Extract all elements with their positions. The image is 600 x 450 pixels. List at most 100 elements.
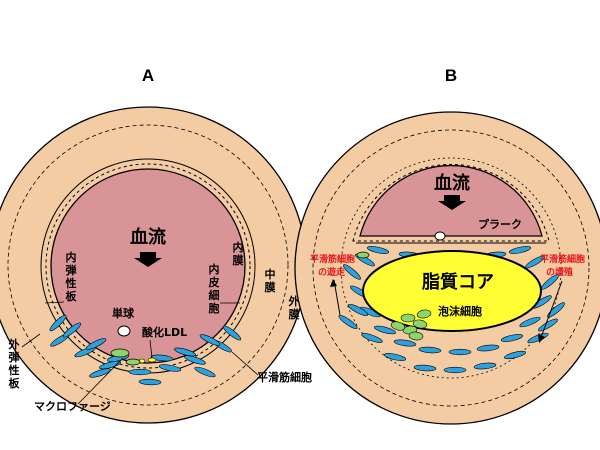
panel-a-oxidized-ldl-particle	[147, 357, 157, 363]
panel-a-macrophage-leader	[77, 357, 124, 405]
panel-b-lumen-wall	[352, 163, 550, 242]
svg-text:膜: 膜	[233, 253, 244, 267]
panel-b-lipid-core	[362, 250, 542, 332]
panel-a-external-elastic-lamina	[7, 124, 289, 406]
panel-a-intima-label: 内 膜	[233, 240, 244, 267]
panel-b-foam-cell	[412, 319, 428, 329]
svg-text:内: 内	[209, 262, 220, 276]
svg-text:中: 中	[265, 267, 276, 281]
panel-b-smooth-muscle-cell	[366, 246, 390, 254]
svg-text:板: 板	[9, 376, 21, 390]
panel-a-oxidized-ldl-label: 酸化LDL	[142, 325, 187, 339]
panel-b-smooth-muscle-cell	[413, 364, 437, 372]
panel-a-iel-leader	[44, 301, 65, 304]
panel-a-smooth-muscle-cell	[62, 322, 82, 338]
panel-b-smooth-muscle-cell	[383, 353, 407, 361]
svg-text:内: 内	[66, 250, 77, 264]
panel-b: B 血流 プラーク 脂質コア 泡沫細胞 平滑筋細胞 の遊走 平滑筋細胞 の増殖	[294, 66, 600, 425]
panel-a-monocyte-label: 単球	[112, 306, 135, 320]
panel-b-smooth-muscle-cell	[338, 314, 358, 330]
panel-b-smc-proliferation-line1: 平滑筋細胞	[540, 253, 585, 265]
panel-b-blood-flow-arrow	[438, 195, 466, 210]
svg-text:弾: 弾	[66, 263, 77, 277]
panel-b-foam-cell	[390, 321, 406, 331]
svg-text:板: 板	[66, 289, 78, 303]
svg-text:膜: 膜	[265, 280, 276, 294]
panel-b-smooth-muscle-cell	[519, 316, 541, 328]
svg-text:皮: 皮	[208, 275, 220, 289]
panel-a-macrophage-cell	[125, 358, 141, 366]
panel-b-smooth-muscle-cell	[473, 362, 497, 370]
panel-b-smooth-muscle-cell	[343, 264, 361, 280]
svg-text:性: 性	[9, 363, 20, 377]
panel-b-blood-flow-text: 血流	[434, 172, 470, 194]
panel-b-foam-cell	[408, 331, 424, 341]
panel-b-smc-migration-line2: の遊走	[318, 266, 345, 278]
panel-b-smc-proliferation-line2: の増殖	[546, 266, 573, 278]
panel-a-smooth-muscle-cell	[128, 368, 152, 376]
svg-text:内: 内	[233, 240, 244, 254]
panel-a-smooth-muscle-cell	[158, 364, 182, 372]
panel-b-migration-arrowhead	[330, 279, 337, 287]
panel-b-foam-cell	[416, 309, 432, 319]
panel-a-external-elastic-lamina-label: 外 弾 性 板	[8, 337, 21, 390]
panel-a-media-label: 中 膜	[265, 267, 276, 294]
panel-a-blood-flow-arrow	[134, 252, 162, 267]
svg-text:弾: 弾	[9, 350, 20, 364]
panel-b-smooth-muscle-cell	[508, 246, 532, 254]
panel-a: A 血流 単球 酸化LDL マクロファージ 平滑筋細胞 内 弾 性 板	[0, 66, 312, 424]
svg-text:膜: 膜	[289, 307, 300, 321]
panel-a-endothelial-cell-label: 内 皮 細 胞	[208, 262, 220, 315]
panel-b-foam-cell-label: 泡沫細胞	[438, 304, 482, 318]
panel-a-endothelium	[45, 163, 251, 369]
panel-a-smooth-muscle-cell	[89, 368, 111, 378]
panel-b-smooth-muscle-cell	[476, 344, 500, 352]
panel-b-lipid-core-label: 脂質コア	[422, 271, 494, 293]
svg-text:外: 外	[8, 337, 20, 351]
panel-b-smooth-muscle-cell	[443, 366, 467, 374]
panel-a-eel-leader	[21, 333, 41, 348]
panel-b-external-elastic-lamina	[312, 129, 590, 407]
panel-b-smooth-muscle-cell	[504, 350, 526, 360]
panel-b-macrophage-cell	[356, 251, 370, 259]
svg-text:胞: 胞	[209, 301, 220, 315]
panel-a-monocyte-cell	[117, 325, 131, 337]
panel-b-smc-migration-line1: 平滑筋細胞	[310, 253, 355, 265]
panel-b-foam-cells	[390, 309, 432, 341]
panel-b-smooth-muscle-cell	[347, 303, 369, 317]
panel-a-smooth-muscle-cell	[222, 325, 242, 341]
panel-b-smooth-muscle-cell	[374, 325, 396, 335]
panel-b-plaque-label: プラーク	[478, 217, 522, 231]
panel-b-label: B	[445, 66, 457, 85]
panel-a-blood-flow-text: 血流	[130, 226, 166, 248]
panel-a-smooth-muscle-cell	[49, 314, 67, 332]
panel-b-smooth-muscle-cell	[418, 346, 442, 354]
panel-b-proliferation-arrow	[539, 280, 563, 341]
panel-a-smooth-muscle-cell	[85, 338, 107, 350]
panel-a-smc-leader	[231, 351, 259, 376]
panel-b-smooth-muscle-cell	[500, 334, 524, 342]
panel-a-label: A	[142, 66, 154, 85]
panel-b-proliferation-arrowhead	[538, 334, 545, 343]
panel-b-monocyte-cell	[434, 231, 446, 241]
panel-a-macrophage-label: マクロファージ	[34, 400, 111, 413]
panel-a-smooth-muscle-cell	[184, 355, 206, 365]
panel-a-oxidized-ldl-leader	[149, 339, 153, 359]
panel-a-smooth-muscle-cell	[99, 360, 121, 370]
panel-b-smooth-muscle-cell	[547, 302, 565, 318]
panel-a-smooth-muscle-cell	[150, 354, 174, 362]
panel-b-internal-elastic-lamina	[340, 157, 562, 379]
panel-a-smooth-muscle-cell	[199, 334, 221, 346]
panel-a-macrophage-cell	[110, 348, 130, 358]
svg-text:細: 細	[209, 288, 220, 302]
panel-a-smooth-muscle-cell	[138, 378, 162, 386]
panel-b-smooth-muscle-cell	[448, 348, 472, 356]
panel-b-smooth-muscle-cell	[361, 333, 383, 343]
svg-text:外: 外	[288, 294, 300, 308]
panel-b-smooth-muscle-cell	[393, 339, 417, 347]
panel-b-foam-cell	[400, 313, 416, 323]
panel-a-internal-elastic-lamina-label: 内 弾 性 板	[66, 250, 78, 303]
svg-text:性: 性	[66, 276, 77, 290]
panel-a-smooth-muscle-cell	[194, 366, 216, 378]
